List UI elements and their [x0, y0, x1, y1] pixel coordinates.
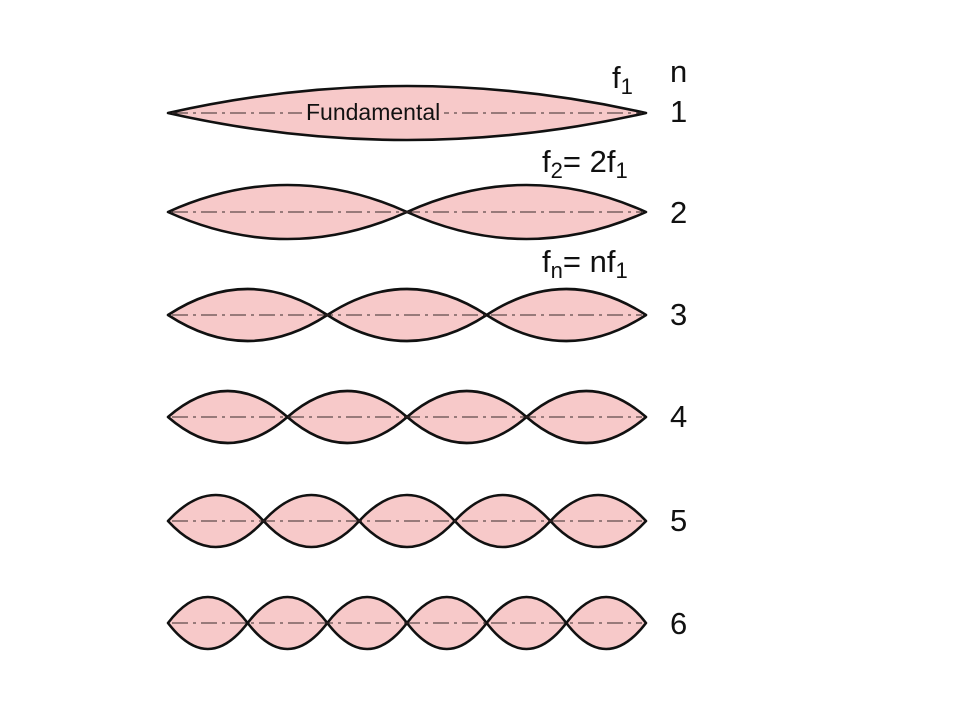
formula-f1: f1 [612, 60, 633, 98]
formula-f1-sub: 1 [620, 74, 633, 99]
formula-fn-sub2: 1 [615, 258, 628, 283]
formula-f1-main: f [612, 60, 621, 95]
formula-fn-main: f [542, 244, 551, 279]
formula-fn-tail: = nf [562, 244, 616, 279]
mode-number-2: 2 [670, 195, 688, 230]
formula-fn: fn= nf1 [542, 244, 628, 282]
mode-number-1: 1 [670, 94, 688, 129]
formula-f2-sub: 2 [550, 158, 563, 183]
wave-mode-6 [166, 595, 648, 651]
mode-number-6: 6 [670, 606, 688, 641]
formula-fn-sub: n [550, 258, 563, 283]
wave-loop-5-5 [549, 493, 648, 549]
n-column-header: n [670, 54, 688, 89]
mode-number-5: 5 [670, 503, 688, 538]
formula-f2: f2= 2f1 [542, 144, 628, 182]
mode-number-4: 4 [670, 399, 688, 434]
formula-f2-sub2: 1 [615, 158, 628, 183]
formula-f2-tail: = 2f [562, 144, 616, 179]
wave-mode-4 [166, 389, 648, 445]
formula-f2-main: f [542, 144, 551, 179]
wave-mode-5 [166, 493, 648, 549]
fundamental-label: Fundamental [302, 101, 445, 124]
wave-loop-6-6 [565, 595, 648, 651]
mode-number-3: 3 [670, 297, 688, 332]
wave-mode-3 [166, 287, 648, 343]
wave-loop-3-3 [485, 287, 648, 343]
wave-mode-2 [166, 183, 648, 241]
